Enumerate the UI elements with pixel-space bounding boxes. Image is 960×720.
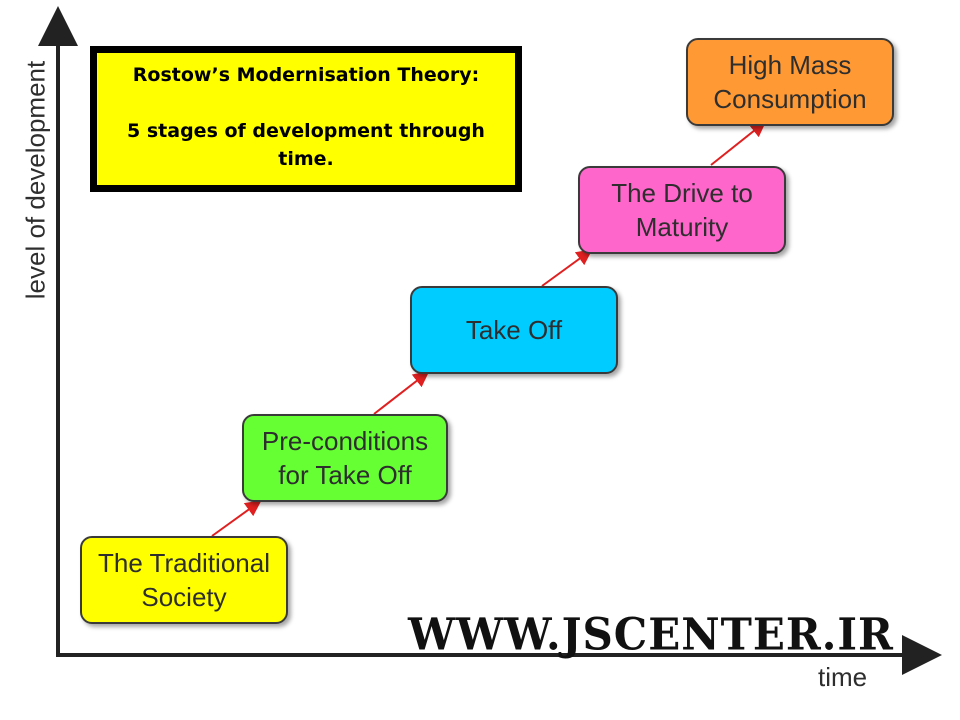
y-axis-label: level of development: [20, 60, 51, 300]
title-line2: 5 stages of development through time.: [127, 120, 485, 170]
stage-traditional-society: The Traditional Society: [80, 536, 288, 624]
x-axis-label: time: [818, 662, 868, 692]
stage-take-off: Take Off: [410, 286, 618, 374]
watermark-logo: WWW.JSCENTER.IR: [408, 608, 894, 661]
arrow-stage4-to-stage5: [710, 121, 767, 166]
title-line1: Rostow’s Modernisation Theory:: [132, 64, 480, 86]
title-box: Rostow’s Modernisation Theory: 5 stages …: [90, 46, 522, 192]
arrow-stage3-to-stage4: [541, 249, 593, 287]
arrow-stage2-to-stage3: [373, 371, 430, 415]
stage-drive-to-maturity: The Drive to Maturity: [578, 166, 786, 254]
stage-high-mass-consumption: High Mass Consumption: [686, 38, 894, 126]
arrow-stage1-to-stage2: [211, 500, 262, 537]
stage-preconditions-for-take-off: Pre-conditions for Take Off: [242, 414, 448, 502]
